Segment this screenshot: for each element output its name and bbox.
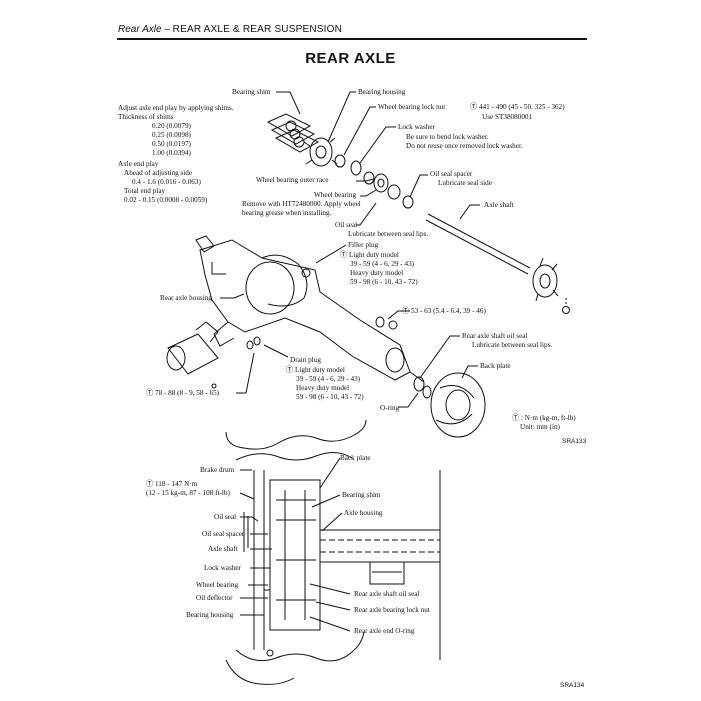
section-label-oil-seal: Oil seal bbox=[214, 513, 237, 521]
section-label-axle-housing: Axle housing bbox=[344, 509, 383, 517]
shim-size-3: 0.50 (0.0197) bbox=[152, 140, 191, 148]
section-dash: – bbox=[161, 24, 173, 35]
label-back-plate: Back plate bbox=[480, 362, 511, 370]
note-adjust-shims: Adjust axle end play by applying shims. bbox=[118, 104, 234, 112]
filler-plug-light-value: 39 - 59 (4 - 6, 29 - 43) bbox=[350, 260, 415, 268]
back-plate-drawing bbox=[430, 372, 486, 438]
oil-seal-spacer-note: Lubricate seal side bbox=[438, 179, 492, 187]
label-drain-plug: Drain plug bbox=[290, 356, 321, 364]
label-wheel-bearing-outer-race: Wheel bearing outer race bbox=[256, 176, 329, 184]
label-rear-axle-shaft-oil-seal: Rear axle shaft oil seal bbox=[462, 332, 528, 340]
units-torque: Ⓣ : N·m (kg-m, ft-lb) bbox=[512, 414, 576, 422]
shim-size-2: 0.25 (0.0098) bbox=[152, 131, 191, 139]
note-ahead-side: Ahead of adjusting side bbox=[124, 169, 193, 177]
bottom-bolt-torque: Ⓣ 78 - 88 (8 - 9, 58 - 65) bbox=[146, 389, 220, 397]
header-rule bbox=[117, 38, 587, 40]
section-label-bearing-housing: Bearing housing bbox=[186, 611, 234, 619]
section-header: Rear Axle – REAR AXLE & REAR SUSPENSION bbox=[118, 24, 588, 35]
section-label-wheel-bearing: Wheel bearing bbox=[196, 581, 239, 589]
label-bearing-shim: Bearing shim bbox=[232, 88, 271, 96]
lock-nut-tool: Use ST38080001 bbox=[482, 113, 533, 121]
section-label-end-o-ring: Rear axle end O-ring bbox=[354, 627, 415, 635]
bearing-housing-drawing bbox=[303, 137, 338, 167]
oil-seal-note: Lubricate between seal lips. bbox=[348, 230, 429, 238]
drain-plug-heavy: Heavy duty model bbox=[296, 384, 350, 392]
section-label-shaft-oil-seal: Rear axle shaft oil seal bbox=[354, 590, 420, 598]
figure-code-1: SRA133 bbox=[562, 438, 587, 445]
label-filler-plug: Filler plug bbox=[348, 241, 379, 249]
filler-plug-heavy: Heavy duty model bbox=[350, 269, 404, 277]
note-ahead-value: 0.4 - 1.6 (0.016 - 0.063) bbox=[132, 178, 201, 186]
bearing-shim-drawing bbox=[266, 113, 320, 153]
section-torque-1: Ⓣ 118 - 147 N·m bbox=[146, 480, 198, 488]
bolt-torque: Ⓣ 53 - 63 (5.4 - 6.4, 39 - 46) bbox=[402, 307, 486, 315]
drain-plug-light: Ⓣ Light duty model bbox=[286, 366, 345, 374]
label-rear-axle-housing: Rear axle housing bbox=[160, 294, 212, 302]
label-wheel-bearing: Wheel bearing bbox=[314, 191, 357, 199]
wheel-bearing-note-2: bearing grease when installing. bbox=[242, 209, 332, 217]
filler-plug-heavy-value: 59 - 98 (6 - 10, 43 - 72) bbox=[350, 278, 418, 286]
axle-housing-drawing bbox=[195, 235, 425, 383]
label-o-ring: O-ring bbox=[380, 404, 400, 412]
lock-washer-note-2: Do not reuse once removed lock washer. bbox=[406, 142, 523, 150]
drain-plug-light-value: 39 - 59 (4 - 6, 29 - 43) bbox=[296, 375, 361, 383]
units-length: Unit: mm (in) bbox=[520, 423, 560, 431]
section-label-lock-washer: Lock washer bbox=[204, 564, 241, 572]
label-axle-shaft: Axle shaft bbox=[484, 201, 514, 209]
section-italic: Rear Axle bbox=[118, 24, 162, 35]
section-label-brake-drum: Brake drum bbox=[200, 466, 235, 474]
label-oil-seal: Oil seal bbox=[335, 221, 358, 229]
note-total-value: 0.02 - 0.15 (0.0008 - 0.0059) bbox=[124, 196, 208, 204]
section-label-oil-deflector: Oil deflector bbox=[196, 594, 233, 602]
note-shim-thickness: Thickness of shims bbox=[118, 113, 174, 121]
label-wheel-bearing-lock-nut: Wheel bearing lock nut bbox=[378, 103, 446, 111]
label-lock-washer: Lock washer bbox=[398, 123, 435, 131]
section-label-axle-shaft: Axle shaft bbox=[208, 545, 238, 553]
label-oil-seal-spacer: Oil seal spacer bbox=[430, 170, 473, 178]
filler-plug-light: Ⓣ Light duty model bbox=[340, 251, 399, 259]
section-label-back-plate: Back plate bbox=[340, 454, 371, 462]
axle-shaft-drawing bbox=[425, 213, 559, 302]
shaft-oil-seal-note: Lubricate between seal lips. bbox=[472, 341, 553, 349]
shim-size-4: 1.00 (0.0394) bbox=[152, 149, 191, 157]
lock-washer-note-1: Be sure to bend lock washer. bbox=[406, 133, 489, 141]
section-label-oil-seal-spacer: Oil seal spacer bbox=[202, 530, 245, 538]
brake-drum-stub bbox=[166, 321, 219, 375]
section-label-bearing-shim: Bearing shim bbox=[342, 491, 381, 499]
label-bearing-housing: Bearing housing bbox=[358, 88, 406, 96]
lock-nut-torque: Ⓣ 441 - 490 (45 - 50, 325 - 362) bbox=[470, 103, 565, 111]
note-axle-end-play: Axle end play bbox=[118, 160, 159, 168]
shim-size-1: 0.20 (0.0079) bbox=[152, 122, 191, 130]
wheel-bearing-note-1: Remove with HT72480000. Apply wheel bbox=[242, 200, 361, 208]
note-total-end-play: Total end play bbox=[124, 187, 166, 195]
section-torque-2: (12 - 15 kg-m, 87 - 108 ft-lb) bbox=[146, 489, 230, 497]
section-view-drawing bbox=[225, 419, 441, 685]
section-title: REAR AXLE & REAR SUSPENSION bbox=[172, 24, 343, 35]
drain-plug-heavy-value: 59 - 98 (6 - 10, 43 - 72) bbox=[296, 393, 364, 401]
figure-code-2: SRA134 bbox=[560, 682, 585, 689]
page-title: REAR AXLE bbox=[305, 50, 396, 67]
section-label-bearing-lock-nut: Rear axle bearing lock nut bbox=[354, 606, 430, 614]
